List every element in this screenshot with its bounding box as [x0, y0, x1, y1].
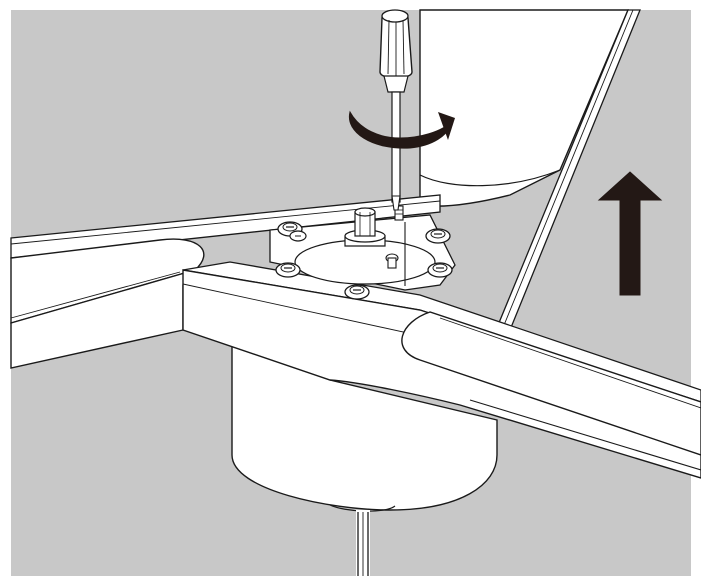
- plate-screw: [425, 228, 451, 244]
- mount-screw: [385, 253, 399, 269]
- plate-screw: [344, 284, 370, 300]
- motor-housing: [231, 333, 498, 576]
- up-arrow-icon: [597, 171, 663, 296]
- plate-screw: [275, 262, 301, 278]
- clockwise-rotation-arrow-icon: [348, 110, 455, 149]
- top-right-fan-blade: [419, 0, 701, 331]
- center-hub-bolt: [344, 207, 386, 247]
- left-fan-blade: [10, 194, 441, 369]
- mounting-plate: [269, 214, 456, 291]
- plate-screw: [289, 230, 307, 242]
- right-fan-blade-arm: [182, 261, 701, 479]
- plate-screw: [427, 262, 453, 278]
